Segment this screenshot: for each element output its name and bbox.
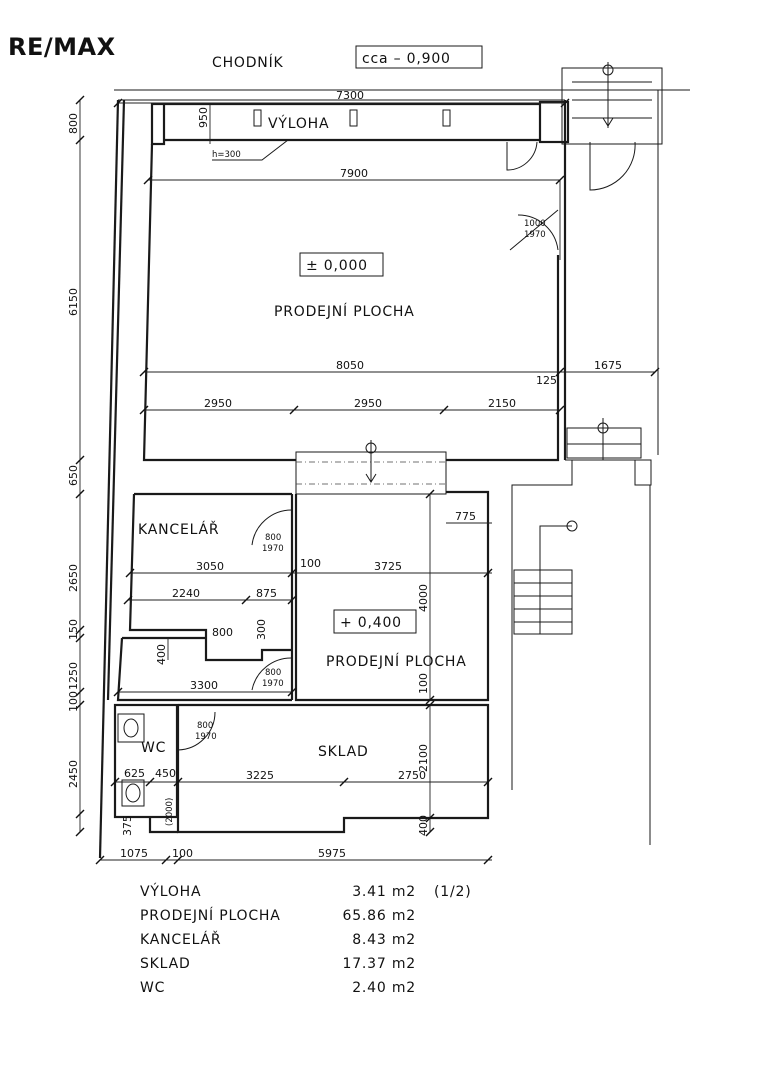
- dim-label: 3300: [190, 679, 218, 692]
- dim-label: 800: [212, 626, 233, 639]
- dim-label: 150: [67, 619, 80, 640]
- window-marker: [349, 109, 358, 127]
- area-name: WC: [140, 980, 165, 996]
- room-label-prodejni-plocha: PRODEJNÍ PLOCHA: [274, 303, 415, 320]
- dim-label: 2450: [67, 760, 80, 788]
- doors: [177, 141, 636, 751]
- dim-label: 125: [536, 374, 557, 387]
- dim-label: 2650: [67, 564, 80, 592]
- area-name: SKLAD: [140, 956, 191, 972]
- room-label-prodejni-plocha: PRODEJNÍ PLOCHA: [326, 653, 467, 670]
- dimension-lines: [75, 95, 660, 865]
- dim-label: 100: [172, 847, 193, 860]
- room-label-sklad: SKLAD: [318, 744, 369, 760]
- entrance-stairs: [561, 62, 663, 145]
- dim-label: 650: [67, 465, 80, 486]
- dim-label: 400: [417, 815, 430, 836]
- dim-label: 875: [256, 587, 277, 600]
- door-height: 1970: [524, 230, 546, 240]
- dim-label: 4000: [417, 584, 430, 612]
- area-name: PRODEJNÍ PLOCHA: [140, 907, 281, 924]
- door-width: 800: [265, 668, 281, 678]
- dim-label: 375: [121, 815, 134, 836]
- level-box: [333, 609, 417, 634]
- door-width: 800: [197, 721, 213, 731]
- room-label-wc: WC: [141, 740, 166, 756]
- door-height: 1970: [262, 679, 284, 689]
- dim-label: 1075: [120, 847, 148, 860]
- area-name: VÝLOHA: [140, 883, 201, 900]
- dim-label: 2150: [488, 397, 516, 410]
- dim-label: 5975: [318, 847, 346, 860]
- dim-label: 2950: [354, 397, 382, 410]
- door-height: 1970: [195, 732, 217, 742]
- door-width: 800: [265, 533, 281, 543]
- dim-label: 450: [155, 767, 176, 780]
- dim-label: 7900: [340, 167, 368, 180]
- dim-label: 8050: [336, 359, 364, 372]
- area-value: 8.43 m2: [352, 932, 416, 948]
- area-table: VÝLOHA 3.41 m2 (1/2) PRODEJNÍ PLOCHA 65.…: [140, 883, 471, 996]
- dim-label: 1675: [594, 359, 622, 372]
- window-marker: [253, 109, 262, 127]
- dim-label: 3050: [196, 560, 224, 573]
- room-label-vyloha: VÝLOHA: [268, 115, 329, 132]
- dim-label: 3725: [374, 560, 402, 573]
- dim-label: 2100: [417, 744, 430, 772]
- dim-label: 100: [67, 691, 80, 712]
- level-label: ± 0,000: [306, 258, 368, 274]
- door-width: 1000: [524, 219, 546, 229]
- dim-label: 2950: [204, 397, 232, 410]
- door-height: 1970: [262, 544, 284, 554]
- dim-label: 7300: [336, 89, 364, 102]
- rear-stairs: [365, 418, 642, 635]
- street-level-label: cca – 0,900: [362, 51, 451, 67]
- dim-label: 800: [67, 113, 80, 134]
- walls: [98, 89, 690, 859]
- dim-label: 3225: [246, 769, 274, 782]
- h300-label: h=300: [212, 150, 241, 160]
- dim-label: 100: [300, 557, 321, 570]
- area-value: 65.86 m2: [343, 908, 416, 924]
- dim-label: 100: [417, 673, 430, 694]
- dim-label: 625: [124, 767, 145, 780]
- dim-label: 300: [255, 619, 268, 640]
- dim-label: 950: [197, 107, 210, 128]
- area-name: KANCELÁŘ: [140, 931, 221, 948]
- dim-label: 775: [455, 510, 476, 523]
- dim-label: (2000): [165, 798, 175, 826]
- dim-label: 400: [155, 644, 168, 665]
- area-value: 2.40 m2: [352, 980, 416, 996]
- window-marker: [442, 109, 451, 127]
- area-note: (1/2): [434, 884, 471, 900]
- dim-label: 1250: [67, 662, 80, 690]
- area-value: 3.41 m2: [352, 884, 416, 900]
- area-value: 17.37 m2: [343, 956, 416, 972]
- level-label: + 0,400: [340, 615, 402, 631]
- level-box: [299, 252, 384, 277]
- street-label: CHODNÍK: [212, 54, 284, 71]
- dim-label: 2240: [172, 587, 200, 600]
- dim-label: 6150: [67, 288, 80, 316]
- remax-logo: RE/MAX: [8, 33, 116, 61]
- street-level-box: [355, 45, 483, 69]
- room-label-kancelar: KANCELÁŘ: [138, 521, 219, 538]
- dim-label: 2750: [398, 769, 426, 782]
- h300-leader: [212, 139, 289, 161]
